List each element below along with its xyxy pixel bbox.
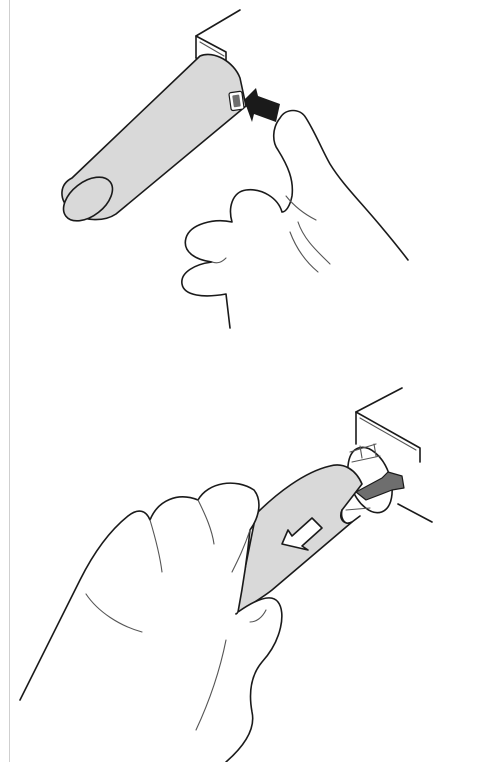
push-arrow-icon <box>244 88 280 122</box>
release-latch <box>229 91 244 111</box>
latch-tab <box>356 472 404 500</box>
cap-cylinder <box>55 54 246 229</box>
device-housing-bottom <box>356 388 432 522</box>
cap-clip <box>341 510 360 523</box>
hand-pressing <box>182 111 408 329</box>
panel-step-1 <box>55 10 408 328</box>
panel-step-2 <box>20 388 432 762</box>
hand-pulling <box>20 483 282 762</box>
